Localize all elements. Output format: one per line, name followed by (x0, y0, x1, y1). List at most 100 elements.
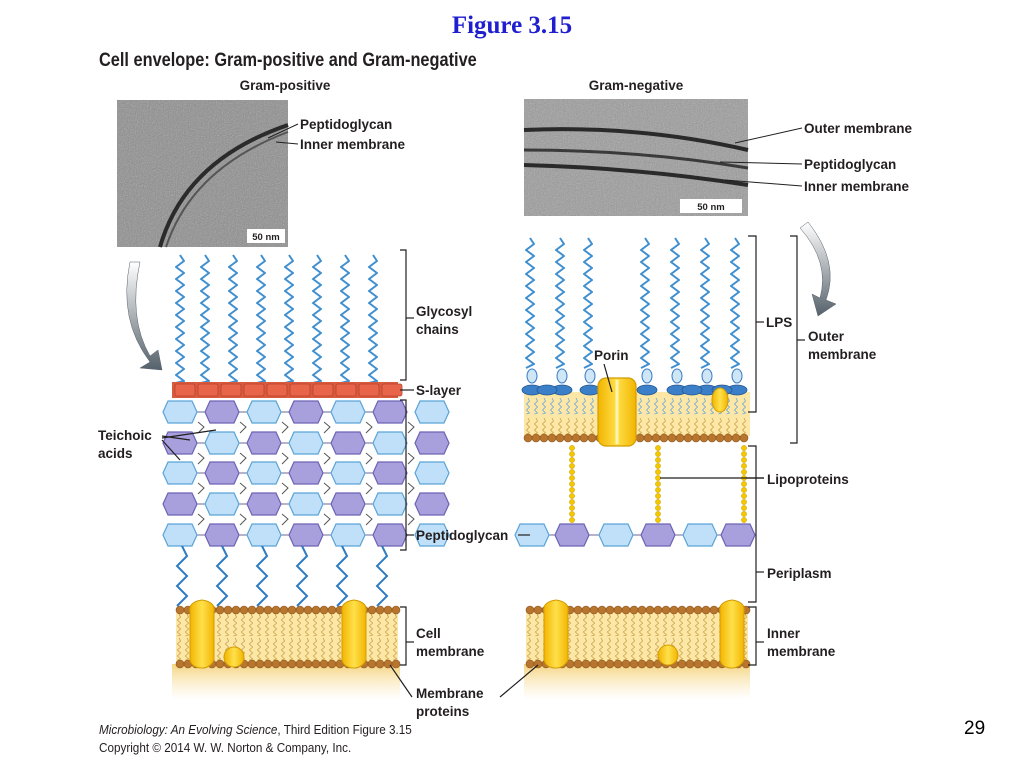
gn-lipid-tail (574, 613, 580, 637)
lps-chain (700, 237, 710, 369)
outer-tail (693, 397, 699, 415)
lipoprotein-bead (655, 487, 661, 493)
s-layer-unit (335, 383, 357, 397)
glycosyl-chain (340, 254, 350, 384)
gp-lipid-tail (392, 613, 398, 637)
gram-negative-micrograph: 50 nm (523, 99, 749, 216)
outer-tail (573, 397, 579, 415)
gn-brackets (389, 235, 805, 698)
gp-lipid-tail (256, 637, 262, 661)
lipoprotein-bead (655, 511, 661, 517)
outer-inner-head (587, 433, 597, 443)
lipoprotein-bead (655, 451, 661, 457)
gn-lipid-head (589, 659, 599, 669)
nag-sugar (204, 461, 240, 485)
gp-lipid-head (247, 605, 257, 615)
glycosyl-chain (256, 254, 266, 384)
peptide-crosslink (197, 482, 205, 495)
gp-scale-bar: 50 nm (252, 232, 279, 243)
peptide-crosslink (365, 482, 373, 495)
figure-caption: Microbiology: An Evolving Science, Third… (99, 722, 412, 737)
gp-lipid-tail (328, 613, 334, 637)
outer-inner-head (707, 433, 717, 443)
gp-micrograph-callouts: Peptidoglycan Inner membrane (267, 117, 406, 152)
gp-cell-membrane (172, 599, 401, 700)
gp-zoom-arrow (126, 261, 163, 371)
nam-sugar (288, 431, 324, 455)
gp-lipid-head (311, 605, 321, 615)
gn-lipid-head (581, 659, 591, 669)
outer-protein (711, 387, 729, 413)
gn-lipid-tail (598, 613, 604, 637)
peptide-crosslink (281, 452, 289, 465)
lipoprotein-bead (741, 463, 747, 469)
gn-lipid-tail (694, 637, 700, 661)
gn-lipid-head (677, 605, 687, 615)
lps-core-sugar (671, 368, 683, 384)
gn-lipid-head (693, 659, 703, 669)
lps-core-sugar (641, 368, 653, 384)
gn-lipid-head (605, 605, 615, 615)
gn-lipid-tail (526, 637, 532, 661)
nam-sugar (330, 461, 366, 485)
gn-scale-bar: 50 nm (697, 202, 724, 213)
gn-lipid-tail (606, 613, 612, 637)
gp-lipid-tail (320, 637, 326, 661)
nam-sugar (204, 431, 240, 455)
membrane-protein (341, 599, 367, 669)
lipoprotein-bead (655, 499, 661, 505)
lps-chain (555, 237, 565, 369)
s-layer-label: S-layer (416, 383, 462, 398)
teichoic-chain (255, 545, 269, 607)
gn-lipid-head (637, 605, 647, 615)
gn-lipoproteins (569, 445, 747, 523)
gn-lipid-head (629, 659, 639, 669)
lps-chain (525, 237, 535, 369)
gn-labels: Porin LPS Outer membrane Lipoproteins Pe… (594, 315, 877, 659)
lipoprotein-bead (569, 463, 575, 469)
outer-tail (701, 417, 707, 435)
nam-sugar (162, 400, 198, 424)
nag-sugar (640, 523, 676, 547)
lipoprotein-bead (741, 481, 747, 487)
peptide-crosslink (323, 452, 331, 465)
gp-lipid-tail (176, 613, 182, 637)
outer-inner-head (667, 433, 677, 443)
outer-inner-head (739, 433, 749, 443)
gn-lipid-tail (702, 613, 708, 637)
slide-title: Figure 3.15 (451, 12, 573, 39)
nam-sugar (372, 492, 408, 516)
outer-inner-head (547, 433, 557, 443)
s-layer-unit (358, 383, 380, 397)
gp-glycosyl-chains (175, 254, 378, 384)
outer-inner-head (539, 433, 549, 443)
peptide-crosslink (323, 421, 331, 434)
nam-sugar (246, 523, 282, 547)
gn-lipid-head (685, 605, 695, 615)
lipoprotein-bead (655, 463, 661, 469)
gn-lipid-tail (614, 637, 620, 661)
gp-lipid-tail (304, 613, 310, 637)
gp-lipid-tail (392, 637, 398, 661)
gn-lipid-tail (622, 637, 628, 661)
nam-sugar (288, 492, 324, 516)
outer-inner-head (699, 433, 709, 443)
nag-sugar (246, 431, 282, 455)
gp-lipid-head (303, 659, 313, 669)
gp-lipid-head (375, 605, 385, 615)
gp-lipid-head (239, 605, 249, 615)
gn-outer-membrane (521, 377, 750, 447)
lipoprotein-bead (741, 487, 747, 493)
copyright-line: Copyright © 2014 W. W. Norton & Company,… (99, 740, 352, 755)
gp-lipid-tail (256, 613, 262, 637)
gp-peptidoglycan-label: Peptidoglycan (300, 117, 392, 132)
gn-lipid-head (661, 605, 671, 615)
lipoprotein-bead (741, 469, 747, 475)
gn-lipid-tail (598, 637, 604, 661)
lps-chain (670, 237, 680, 369)
outer-tail (557, 417, 563, 435)
membrane-protein (543, 599, 569, 669)
lipoprotein-bead (655, 505, 661, 511)
outer-tail (653, 417, 659, 435)
